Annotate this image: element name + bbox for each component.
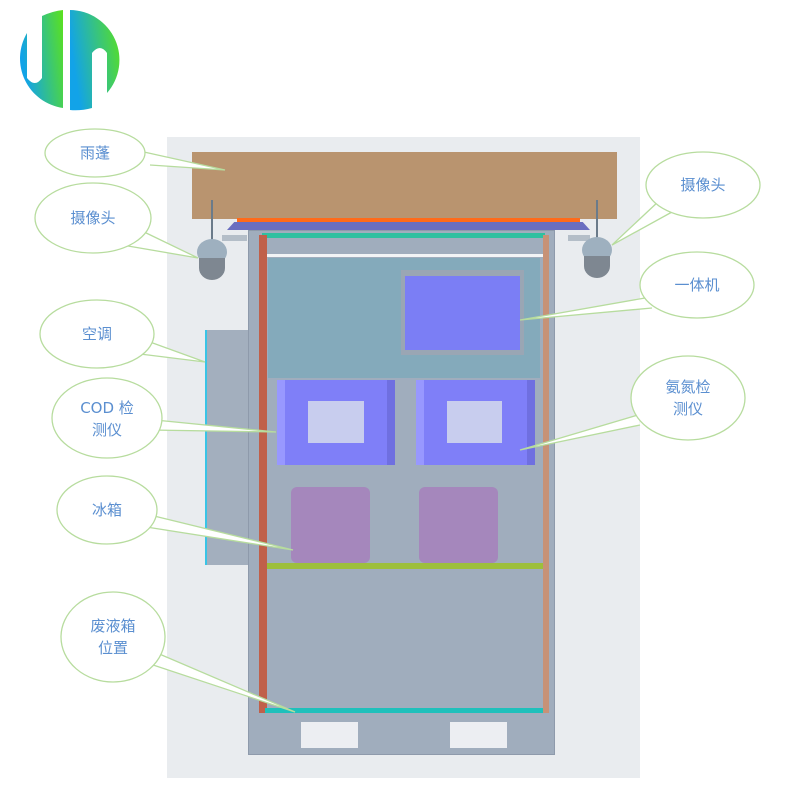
- callout-camera-right: [611, 199, 673, 246]
- label-waste-tank: 废液箱 位置: [90, 617, 136, 657]
- cod-analyzer-window: [308, 401, 364, 443]
- callout-cod: [149, 419, 277, 433]
- base-vent-right: [450, 722, 507, 748]
- callout-awning: [134, 149, 226, 171]
- label-awning: 雨蓬: [79, 144, 110, 162]
- callout-all-in-one: [519, 297, 653, 321]
- callout-camera-left: [127, 229, 199, 259]
- label-ammonia-analyzer: 氨氮检 测仪: [665, 378, 711, 418]
- ammonia-analyzer-window: [447, 401, 502, 443]
- ammonia-analyzer: [416, 380, 535, 465]
- right-post: [543, 235, 549, 713]
- callout-fridge: [139, 514, 294, 551]
- label-camera-left: 摄像头: [70, 209, 116, 227]
- fridge-right: [419, 487, 498, 563]
- shelf: [267, 563, 543, 569]
- camera-left-icon: [197, 200, 247, 280]
- awning-plate: [227, 222, 590, 230]
- air-conditioner-unit: [205, 330, 252, 565]
- logo-icon: [20, 10, 120, 111]
- all-in-one-display: [405, 276, 520, 350]
- top-strip: [262, 233, 545, 238]
- waste-tank-base: [265, 708, 543, 713]
- fridge-left: [291, 487, 370, 563]
- callout-air-conditioner: [139, 341, 206, 363]
- left-post: [259, 235, 267, 713]
- label-cod-analyzer: COD 检 测仪: [80, 399, 134, 439]
- base-vent-left: [301, 722, 358, 748]
- camera-right-icon: [568, 200, 612, 278]
- awning: [192, 152, 617, 219]
- label-fridge: 冰箱: [91, 501, 122, 519]
- label-all-in-one: 一体机: [674, 276, 720, 294]
- callout-waste-tank: [137, 649, 296, 713]
- top-white-rail: [265, 254, 543, 257]
- label-camera-right: 摄像头: [680, 176, 726, 194]
- awning-strip-orange: [237, 218, 580, 222]
- callout-ammonia: [519, 414, 641, 451]
- label-air-conditioner: 空调: [81, 325, 112, 343]
